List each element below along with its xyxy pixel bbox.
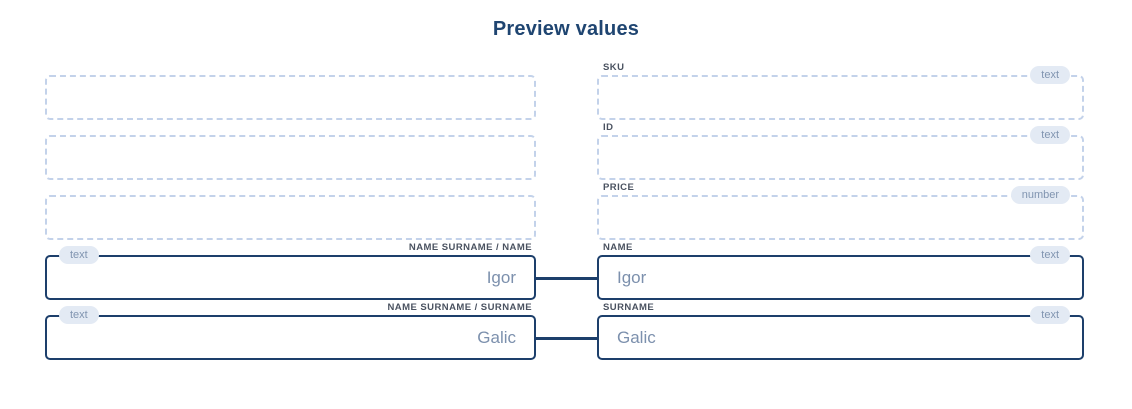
field-type-badge[interactable]: text — [1030, 66, 1070, 84]
field-label: SURNAME — [603, 302, 655, 313]
field-box-filled[interactable]: Igor — [597, 255, 1084, 300]
field-box-empty[interactable] — [45, 135, 536, 180]
field-label: SKU — [603, 62, 625, 73]
field-label: ID — [603, 122, 614, 133]
field-label: NAME — [603, 242, 633, 253]
field-label: PRICE — [603, 182, 635, 193]
page-title: Preview values — [492, 18, 640, 40]
field-box-empty[interactable] — [597, 195, 1084, 240]
field-type-badge[interactable]: number — [1010, 186, 1070, 204]
mapping-row: ID text — [0, 122, 1132, 182]
mapping-connector-line — [536, 277, 597, 280]
field-type-badge[interactable]: text — [59, 246, 99, 264]
field-box-filled[interactable]: Galic — [45, 315, 536, 360]
field-column-left: NAME SURNAME / NAME Igor text — [45, 242, 536, 302]
field-type-badge[interactable]: text — [1030, 246, 1070, 264]
field-value: Igor — [486, 267, 516, 287]
field-box-empty[interactable] — [597, 135, 1084, 180]
field-column-left: NAME SURNAME / SURNAME Galic text — [45, 302, 536, 362]
field-label: NAME SURNAME / SURNAME — [387, 302, 532, 313]
field-type-badge[interactable]: text — [59, 306, 99, 324]
field-value: Galic — [477, 327, 516, 347]
field-box-empty[interactable] — [45, 195, 536, 240]
field-box-filled[interactable]: Igor — [45, 255, 536, 300]
field-label: NAME SURNAME / NAME — [408, 242, 532, 253]
field-column-right: NAME Igor text — [597, 242, 1084, 302]
mapping-row: NAME SURNAME / NAME Igor text NAME Igor text — [0, 242, 1132, 302]
field-column-right: SKU text — [597, 62, 1084, 122]
field-column-right: ID text — [597, 122, 1084, 182]
field-box-empty[interactable] — [45, 75, 536, 120]
field-type-badge[interactable]: text — [1030, 126, 1070, 144]
field-box-filled[interactable]: Galic — [597, 315, 1084, 360]
field-column-left — [45, 122, 536, 182]
field-column-right: PRICE number — [597, 182, 1084, 242]
field-type-badge[interactable]: text — [1030, 306, 1070, 324]
field-value: Igor — [617, 267, 647, 287]
mapping-connector-line — [536, 337, 597, 340]
field-column-left — [45, 182, 536, 242]
field-value: Galic — [617, 327, 656, 347]
mapping-row: SKU text — [0, 62, 1132, 122]
field-column-left — [45, 62, 536, 122]
mapping-row: NAME SURNAME / SURNAME Galic text SURNAME Ga… — [0, 302, 1132, 362]
mapping-row: PRICE number — [0, 182, 1132, 242]
field-column-right: SURNAME Galic text — [597, 302, 1084, 362]
field-box-empty[interactable] — [597, 75, 1084, 120]
